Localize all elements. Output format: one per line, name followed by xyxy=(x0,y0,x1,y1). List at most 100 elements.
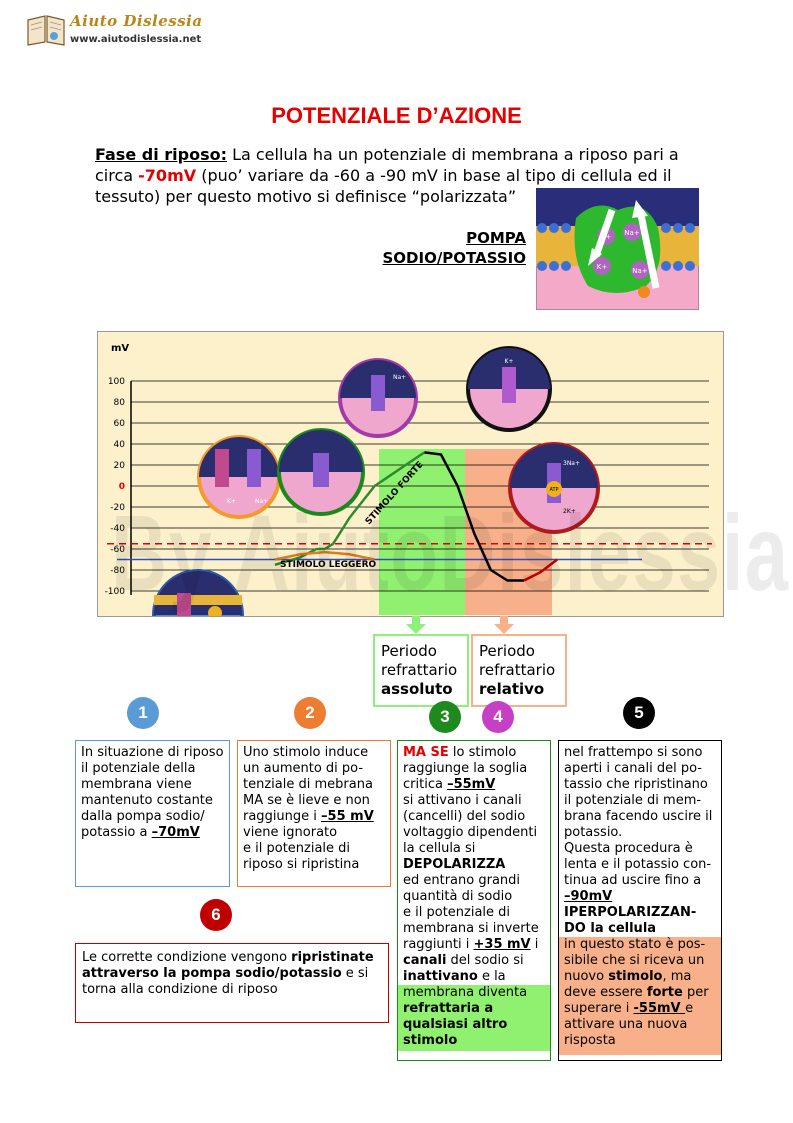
step-2-box: Uno stimolo induce un aumento di po-tenz… xyxy=(237,740,391,887)
step-1-value: –70mV xyxy=(151,825,200,840)
step-3-ma-se: MA SE xyxy=(403,745,449,760)
step-5-text-1: nel frattempo si sono aperti i canali de… xyxy=(564,745,713,840)
pump-illustration: K+ Na+ K+ Na+ xyxy=(535,187,700,311)
absolute-refractory-band xyxy=(379,449,465,615)
pompa-line-2: SODIO/POTASSIO xyxy=(382,249,526,267)
y-ticks: 100 80 60 40 20 0 -20 -40 -60 -80 -100 xyxy=(105,377,126,597)
channel-circle-6 xyxy=(152,569,244,616)
step-3-green-2: refrattaria a qualsiasi altro stimolo xyxy=(403,1001,508,1048)
arrow-down-icon xyxy=(494,616,514,634)
y-tick-label: -20 xyxy=(110,503,125,513)
period-assoluto-l2: refrattario xyxy=(381,661,458,679)
step-3-box: MA SE lo stimolo raggiunge la soglia cri… xyxy=(397,740,551,1061)
series-line-3 xyxy=(523,558,558,582)
step-3-badge: 3 xyxy=(429,701,461,733)
pump-ion-na1: Na+ xyxy=(624,229,640,237)
step-3-text-4: e il potenziale di membrana si inverte r… xyxy=(403,905,539,952)
channel-circle-4: K+ xyxy=(466,346,552,432)
step-3-text-5: i xyxy=(530,937,539,952)
channel-circle-2 xyxy=(277,428,365,516)
step-5-highlight: in questo stato è pos-sibile che si rice… xyxy=(559,937,721,1055)
intro-text-1: La cellula ha un potenziale di membrana … xyxy=(95,145,679,185)
step-5-text-2: Questa procedura è lenta e il potassio c… xyxy=(564,841,712,888)
step-5-value-1: –90mV xyxy=(564,889,613,904)
period-relativo: Periodo refrattario relativo xyxy=(471,634,567,707)
step-3-text-6: del sodio si xyxy=(446,953,524,968)
step-1-text-1: In situazione di riposo xyxy=(81,745,224,760)
step-1-text-2: il potenziale della membrana viene mante… xyxy=(81,761,213,840)
series-line-2 xyxy=(424,451,524,582)
step-6-box: Le corrette condizione vengono ripristin… xyxy=(75,943,389,1023)
step-3-text-7: e la xyxy=(477,969,506,984)
pump-ion-na2: Na+ xyxy=(632,267,648,275)
channel-4-k-label: K+ xyxy=(505,358,514,365)
step-6-bold: ripristinate attraverso la pompa sodio/p… xyxy=(82,950,374,981)
step-2-badge: 2 xyxy=(294,697,326,729)
y-tick-label: 40 xyxy=(114,440,126,450)
y-tick-label: 80 xyxy=(114,398,126,408)
y-tick-label: 60 xyxy=(114,419,126,429)
channel-circle-1: K+ Na+ xyxy=(197,435,281,519)
step-1-badge: 1 xyxy=(127,697,159,729)
y-tick-label: 20 xyxy=(114,461,126,471)
step-3-value-1: –55mV xyxy=(447,777,496,792)
step-3-inattivano: inattivano xyxy=(403,969,478,984)
logo-url[interactable]: www.aiutodislessia.net xyxy=(70,34,202,45)
step-4-badge: 4 xyxy=(482,701,514,733)
series-line-4 xyxy=(274,550,375,561)
channel-circle-5: ATP 3Na+ 2K+ xyxy=(508,442,600,534)
logo xyxy=(26,12,66,46)
period-assoluto-l1: Periodo xyxy=(381,642,437,660)
y-tick-label: 100 xyxy=(108,377,125,387)
step-5-box: nel frattempo si sono aperti i canali de… xyxy=(558,740,722,1061)
step-3-value-2: +35 mV xyxy=(473,937,531,952)
y-tick-label: -40 xyxy=(110,524,125,534)
channel-5-na-label: 3Na+ xyxy=(563,460,580,467)
book-icon xyxy=(27,15,65,46)
step-6-text-1: Le corrette condizione vengono xyxy=(82,950,292,965)
period-arrows xyxy=(406,616,514,634)
action-potential-curves xyxy=(274,451,558,582)
step-3-highlight: membrana diventa refrattaria a qualsiasi… xyxy=(398,985,550,1051)
step-5-value-2: -55mV xyxy=(633,1001,686,1016)
period-relativo-l1: Periodo xyxy=(479,642,535,660)
pompa-line-1: POMPA xyxy=(466,229,526,247)
y-tick-label: 0 xyxy=(119,482,125,492)
step-6-badge: 6 xyxy=(200,899,232,931)
intro-paragraph: Fase di riposo: La cellula ha un potenzi… xyxy=(95,144,715,207)
step-1-box: In situazione di riposo il potenziale de… xyxy=(75,740,230,887)
step-2-text-3: e il potenziale di riposo si ripristina xyxy=(243,841,360,872)
step-5-forte: forte xyxy=(646,985,683,1000)
y-tick-label: -60 xyxy=(110,545,125,555)
pump-ion-k2: K+ xyxy=(597,263,608,271)
period-assoluto-l3: assoluto xyxy=(381,680,453,698)
step-2-value: –55 mV xyxy=(321,809,374,824)
period-relativo-l3: relativo xyxy=(479,680,545,698)
channel-5-k-label: 2K+ xyxy=(563,508,576,515)
channel-3-na-label: Na+ xyxy=(393,374,406,381)
period-relativo-l2: refrattario xyxy=(479,661,556,679)
step-5-orange-3: per superare i xyxy=(564,985,709,1016)
arrow-down-icon xyxy=(406,616,426,634)
y-tick-label: -80 xyxy=(110,566,125,576)
step-3-canali: canali xyxy=(403,953,447,968)
step-3-text-3: ed entrano grandi quantità di sodio xyxy=(403,873,521,904)
page-title: POTENZIALE D’AZIONE xyxy=(271,103,522,128)
y-tick-label: -100 xyxy=(105,587,126,597)
y-axis-label: mV xyxy=(111,343,129,354)
channel-5-atp-label: ATP xyxy=(549,487,558,493)
intro-text-2: (puo’ variare da -60 a -90 mV in base al… xyxy=(95,166,672,206)
step-5-iperpolarizzando: IPERPOLARIZZAN-DO la cellula xyxy=(564,905,697,936)
step-5-badge: 5 xyxy=(623,697,655,729)
step-5-stimolo: stimolo xyxy=(608,969,663,984)
step-3-depolarizza: DEPOLARIZZA xyxy=(403,857,506,872)
channel-circle-3: Na+ xyxy=(338,358,418,438)
intro-value: -70mV xyxy=(138,166,197,185)
channel-1-k-label: K+ xyxy=(227,498,236,505)
series-line-1 xyxy=(274,451,426,566)
step-5-orange-1: in questo stato è pos-sibile che si rice… xyxy=(564,937,706,984)
step-3-text-2: si attivano i canali (cancelli) del sodi… xyxy=(403,793,538,856)
step-5-orange-2: , ma deve essere xyxy=(564,969,692,1000)
step-6-text-2: e si torna alla condizione di riposo xyxy=(82,966,369,997)
